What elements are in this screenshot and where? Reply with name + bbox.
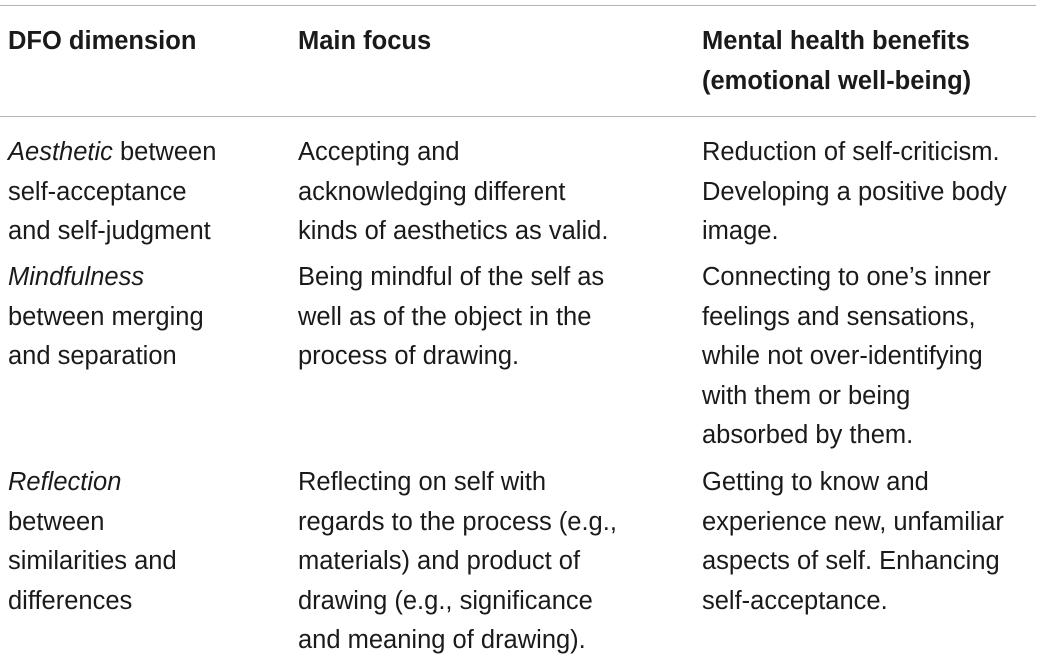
dimension-term-aesthetic: Aesthetic <box>8 138 113 166</box>
dimension-description-mindfulness: between merging and separation <box>8 302 204 371</box>
row-reflection-benefits: Getting to know and experience new, unfa… <box>702 468 1004 615</box>
row-aesthetic-benefits: Reduction of self-criticism. Developing … <box>702 138 1007 245</box>
dimension-description-reflection: between similarities and differences <box>8 507 177 615</box>
row-reflection-dimension: Reflection between similarities and diff… <box>8 463 278 621</box>
header-dfo-dimension: DFO dimension <box>8 27 197 55</box>
row-reflection-focus: Reflecting on self with regards to the p… <box>298 468 617 654</box>
row-mindfulness-dimension: Mindfulness between merging and separati… <box>8 258 278 377</box>
table-top-rule <box>0 5 1036 6</box>
header-main-focus: Main focus <box>298 27 432 55</box>
row-mindfulness-focus: Being mindful of the self as well as of … <box>298 263 605 370</box>
dimension-term-reflection: Reflection <box>8 468 122 496</box>
row-aesthetic-focus: Accepting and acknowledging different ki… <box>298 138 609 245</box>
header-mental-health-benefits: Mental health benefits (emotional well-b… <box>702 27 972 95</box>
row-mindfulness-benefits: Connecting to one’s inner feelings and s… <box>702 263 991 449</box>
dimension-description-aesthetic: between self-acceptance and self-judgmen… <box>8 138 217 245</box>
dimension-term-mindfulness: Mindfulness <box>8 263 145 291</box>
header-separator-rule <box>0 116 1036 117</box>
row-aesthetic-dimension: Aesthetic between self-acceptance and se… <box>8 133 278 252</box>
